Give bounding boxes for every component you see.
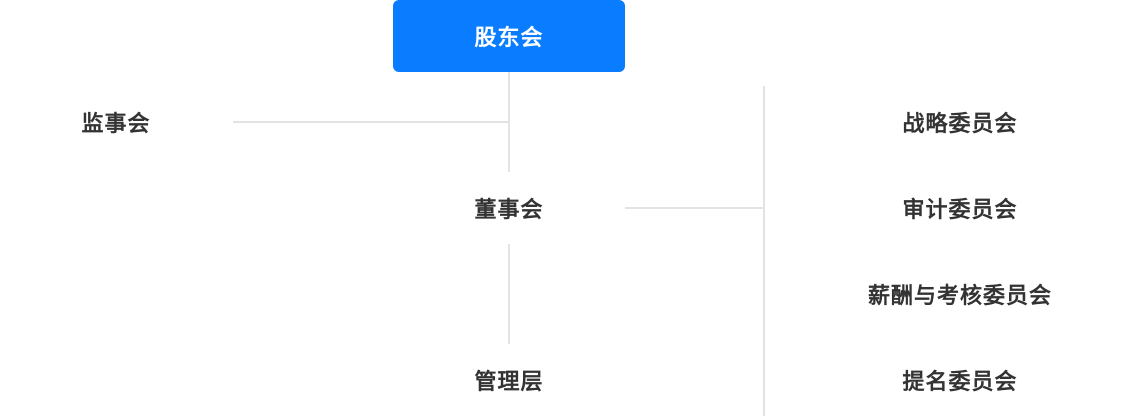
node-supervisory-board: 监事会	[40, 100, 192, 144]
node-committee-compensation: 薪酬与考核委员会	[840, 272, 1080, 316]
node-committee-audit: 审计委员会	[840, 186, 1080, 230]
node-board-of-directors: 董事会	[433, 186, 585, 230]
connector-supervisory-horizontal	[233, 121, 510, 123]
root-node-label: 股东会	[474, 26, 544, 51]
node-management: 管理层	[433, 358, 585, 402]
connector-supervisory-to-board-vertical	[508, 122, 510, 172]
node-label: 审计委员会	[902, 198, 1018, 223]
node-label: 提名委员会	[902, 370, 1018, 395]
node-label: 战略委员会	[902, 112, 1018, 137]
node-label: 薪酬与考核委员会	[867, 284, 1052, 309]
connector-committees-vertical	[763, 86, 765, 416]
connector-root-to-supervisory-vertical	[508, 72, 510, 122]
root-node-shareholders: 股东会	[393, 0, 625, 72]
connector-board-to-management-vertical	[508, 244, 510, 344]
node-label: 管理层	[474, 370, 544, 395]
node-label: 监事会	[81, 112, 151, 137]
node-committee-strategy: 战略委员会	[840, 100, 1080, 144]
connector-board-to-committees-horizontal	[625, 207, 764, 209]
node-label: 董事会	[474, 198, 544, 223]
node-committee-nomination: 提名委员会	[840, 358, 1080, 402]
